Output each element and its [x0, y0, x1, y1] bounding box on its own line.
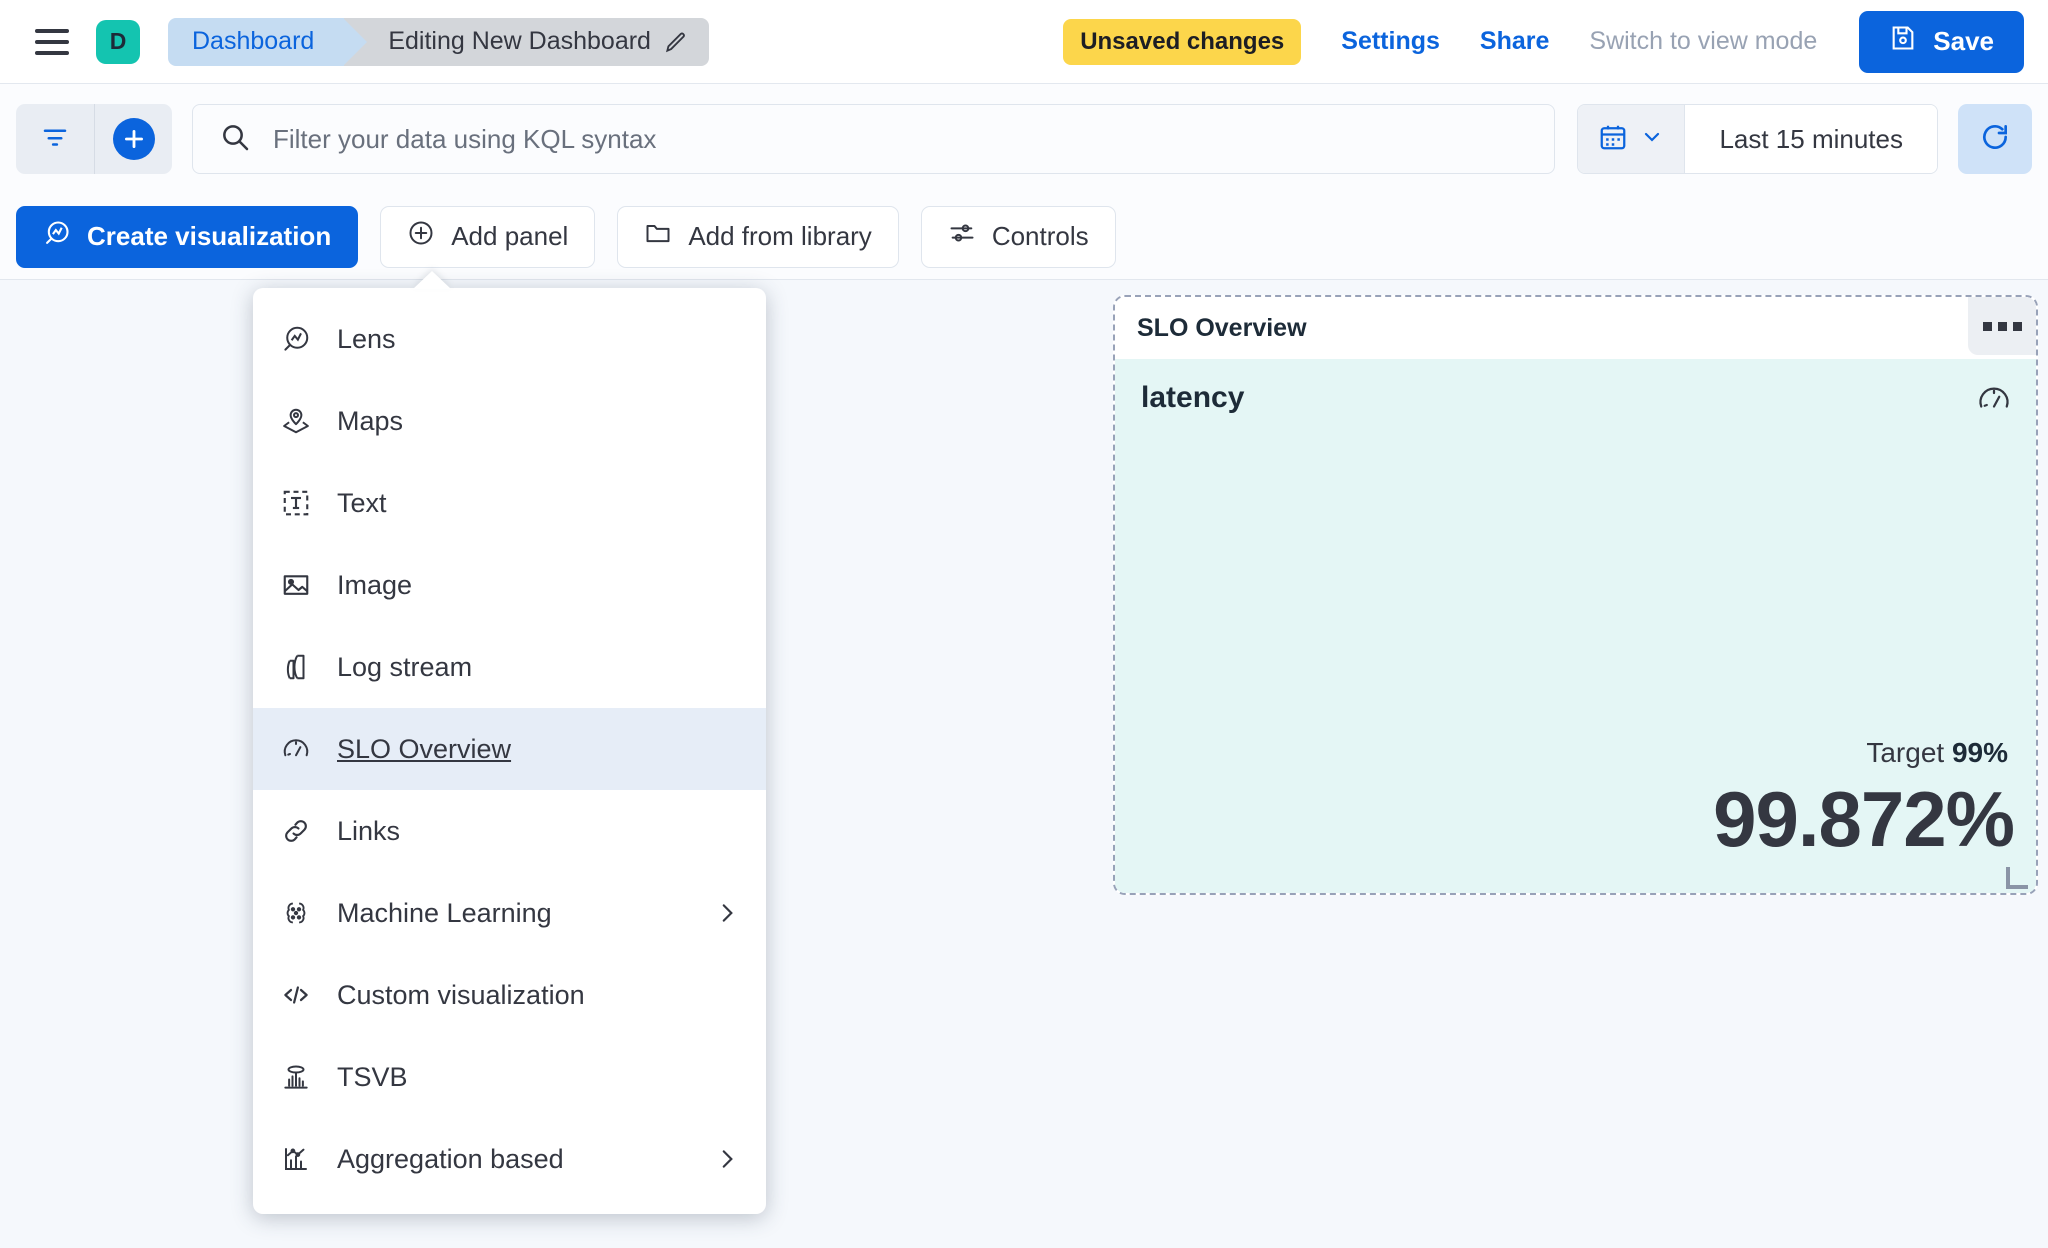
lens-icon [43, 219, 71, 254]
calendar-icon [1598, 122, 1628, 157]
add-from-library-button[interactable]: Add from library [617, 205, 899, 268]
panel-header: SLO Overview [1115, 297, 2036, 359]
gauge-icon [279, 734, 313, 764]
calendar-quick-select-button[interactable] [1578, 105, 1686, 173]
gauge-icon [1976, 381, 2012, 422]
slo-metric-name: latency [1141, 381, 1245, 414]
menu-item-maps[interactable]: Maps [253, 380, 766, 462]
add-filter-button[interactable] [94, 104, 172, 174]
menu-item-image-label: Image [337, 569, 413, 600]
panel-context-menu-icon[interactable] [1968, 297, 2036, 355]
search-input[interactable] [273, 123, 1529, 155]
menu-item-log-stream[interactable]: Log stream [253, 626, 766, 708]
breadcrumb-editing-label: Editing New Dashboard [388, 27, 651, 55]
log-stream-icon [279, 652, 313, 682]
code-icon [279, 980, 313, 1010]
menu-item-text[interactable]: Text [253, 462, 766, 544]
save-button[interactable]: Save [1859, 10, 2024, 73]
slo-overview-panel[interactable]: SLO Overview latency Target 99% 99.872% [1113, 295, 2038, 895]
search-input-wrapper[interactable] [192, 104, 1556, 174]
add-panel-menu: Lens Maps Text [253, 288, 766, 1214]
menu-item-machine-learning-label: Machine Learning [337, 897, 552, 928]
menu-item-custom-visualization-label: Custom visualization [337, 979, 585, 1010]
panel-resize-handle[interactable] [2006, 867, 2028, 889]
add-from-library-label: Add from library [688, 221, 872, 251]
date-range-picker: Last 15 minutes [1577, 104, 1938, 174]
menu-item-aggregation-based[interactable]: Aggregation based [253, 1118, 766, 1200]
app-header: D Dashboard Editing New Dashboard Unsave… [0, 0, 2048, 84]
create-visualization-button[interactable]: Create visualization [16, 205, 359, 268]
dashboard-toolbar: Create visualization Add panel Add from … [0, 194, 2048, 280]
save-disk-icon [1889, 24, 1917, 59]
slo-sli-value: 99.872% [1713, 775, 2015, 863]
settings-link[interactable]: Settings [1341, 27, 1440, 55]
machine-learning-icon [279, 898, 313, 928]
filter-group [16, 104, 172, 174]
search-icon [219, 121, 251, 158]
panel-title: SLO Overview [1137, 313, 1307, 342]
time-range-value[interactable]: Last 15 minutes [1685, 105, 1937, 173]
slo-target: Target 99% [1866, 737, 2008, 769]
menu-item-maps-label: Maps [337, 405, 404, 436]
breadcrumb-item-dashboard[interactable]: Dashboard [168, 17, 368, 66]
breadcrumb: Dashboard Editing New Dashboard [168, 17, 709, 66]
menu-item-slo-overview[interactable]: SLO Overview [253, 708, 766, 790]
add-panel-button[interactable]: Add panel [380, 205, 596, 268]
add-panel-label: Add panel [451, 221, 569, 251]
menu-item-log-stream-label: Log stream [337, 651, 473, 682]
header-actions: Unsaved changes Settings Share Switch to… [1063, 10, 2048, 73]
refresh-button[interactable] [1958, 104, 2032, 174]
lens-icon [279, 324, 313, 354]
refresh-icon [1979, 121, 2011, 158]
link-icon [279, 816, 313, 846]
menu-item-links-label: Links [337, 815, 401, 846]
menu-item-machine-learning[interactable]: Machine Learning [253, 872, 766, 954]
share-link[interactable]: Share [1479, 27, 1550, 55]
maps-pin-icon [279, 406, 313, 436]
menu-item-lens-label: Lens [337, 323, 396, 354]
panel-body: latency Target 99% 99.872% [1115, 359, 2036, 893]
aggregation-icon [279, 1144, 313, 1174]
pencil-icon[interactable] [663, 29, 689, 55]
menu-item-tsvb-label: TSVB [337, 1061, 408, 1092]
breadcrumb-dashboard-label: Dashboard [192, 27, 315, 55]
controls-label: Controls [991, 221, 1089, 251]
plus-circle-icon [407, 219, 435, 254]
controls-button[interactable]: Controls [920, 205, 1116, 268]
image-icon [279, 570, 313, 600]
breadcrumb-item-editing[interactable]: Editing New Dashboard [344, 17, 709, 66]
unsaved-changes-badge[interactable]: Unsaved changes [1063, 18, 1302, 65]
controls-icon [948, 219, 976, 254]
menu-item-text-label: Text [337, 487, 387, 518]
folder-icon [644, 219, 672, 254]
save-button-label: Save [1933, 26, 1994, 56]
menu-item-aggregation-based-label: Aggregation based [337, 1143, 564, 1174]
tsvb-icon [279, 1062, 313, 1092]
space-avatar[interactable]: D [96, 19, 140, 64]
menu-item-tsvb[interactable]: TSVB [253, 1036, 766, 1118]
slo-target-label: Target [1866, 737, 1945, 768]
chevron-right-icon [714, 1146, 740, 1172]
slo-target-value: 99% [1951, 737, 2008, 768]
filter-options-button[interactable] [16, 104, 94, 174]
menu-item-links[interactable]: Links [253, 790, 766, 872]
menu-item-image[interactable]: Image [253, 544, 766, 626]
query-bar: Last 15 minutes [0, 84, 2048, 194]
hamburger-icon[interactable] [30, 20, 74, 64]
menu-item-slo-overview-label: SLO Overview [337, 733, 512, 764]
text-box-icon [279, 488, 313, 518]
chevron-down-icon [1640, 125, 1664, 154]
switch-to-view-mode-link[interactable]: Switch to view mode [1589, 27, 1818, 55]
plus-circle-icon [112, 118, 155, 160]
menu-item-custom-visualization[interactable]: Custom visualization [253, 954, 766, 1036]
create-visualization-label: Create visualization [87, 221, 332, 251]
chevron-right-icon [714, 900, 740, 926]
filter-icon [40, 122, 70, 157]
menu-item-lens[interactable]: Lens [253, 298, 766, 380]
